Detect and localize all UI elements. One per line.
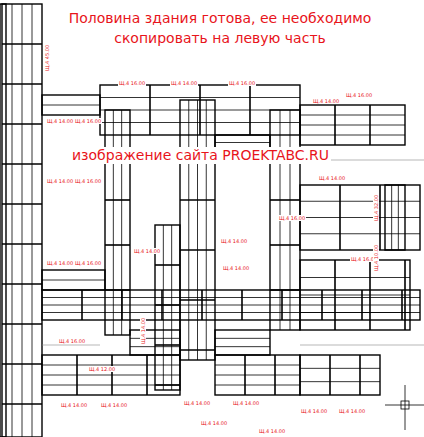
formwork-panel [300, 185, 420, 250]
panel-label: Щ.4 16.00 [278, 215, 306, 221]
formwork-panel [130, 330, 180, 355]
formwork-panel [215, 355, 300, 395]
panel-label: Щ.4 16.00 [228, 80, 256, 86]
panel-label: Щ.4 14.00 [220, 238, 248, 244]
panel-label: Щ.4 12.00 [88, 366, 116, 372]
formwork-panel [42, 355, 180, 395]
formwork-panel [180, 100, 215, 360]
panel-label: Щ.4 45.00 [44, 44, 50, 72]
panel-label: Щ.4 14.00 [300, 408, 328, 414]
panel-label: Щ.4 16.00 [58, 338, 86, 344]
formwork-panel [300, 105, 405, 145]
panel-label: Щ.4 14.00 [46, 118, 74, 124]
panel-label: Щ.4 32.00 [373, 194, 379, 222]
formwork-panel [2, 4, 42, 437]
panel-label: Щ.4 14.00 [200, 420, 228, 426]
formwork-panel [42, 95, 100, 115]
panel-label: Щ.4 14.00 [338, 408, 366, 414]
panel-label: Щ.4 14.00 [140, 317, 146, 345]
cursor-crosshair [385, 385, 424, 430]
panel-label: Щ.4 14.00 [133, 248, 161, 254]
panel-label: Щ.4 14.00 [46, 178, 74, 184]
formwork-panel [42, 290, 420, 320]
panel-label: Щ.4 14.00 [318, 175, 346, 181]
panel-label: Щ.4 16.00 [74, 178, 102, 184]
panel-label: Щ.4 16.00 [345, 92, 373, 98]
formwork-panel [385, 185, 405, 250]
note-title: Половина здания готова, ее необходимо ск… [60, 8, 380, 48]
panel-label: Щ.4 14.00 [100, 402, 128, 408]
panel-label: Щ.4 16.00 [74, 260, 102, 266]
panel-label: Щ.4 14.00 [222, 265, 250, 271]
watermark: изображение сайта PROEKTABC.RU [70, 147, 331, 164]
panel-label: Щ.4 14.00 [183, 400, 211, 406]
panel-label: Щ.4 14.00 [232, 400, 260, 406]
formwork-panel [105, 110, 130, 335]
panel-label: Щ.4 14.00 [312, 98, 340, 104]
panel-label: Щ.4 16.00 [118, 80, 146, 86]
formwork-panel [215, 330, 270, 355]
formwork-panel [0, 4, 6, 437]
panel-label: Щ.4 16.00 [74, 118, 102, 124]
formwork-panel [42, 270, 105, 290]
panel-label: Щ.4 14.00 [60, 402, 88, 408]
panel-label: Щ.4 14.00 [46, 260, 74, 266]
panel-label: Щ.4 14.00 [170, 80, 198, 86]
panel-label: Щ.4 14.00 [258, 428, 286, 434]
panel-label: Щ.4 10.00 [373, 244, 379, 272]
formwork-panel [300, 355, 380, 395]
